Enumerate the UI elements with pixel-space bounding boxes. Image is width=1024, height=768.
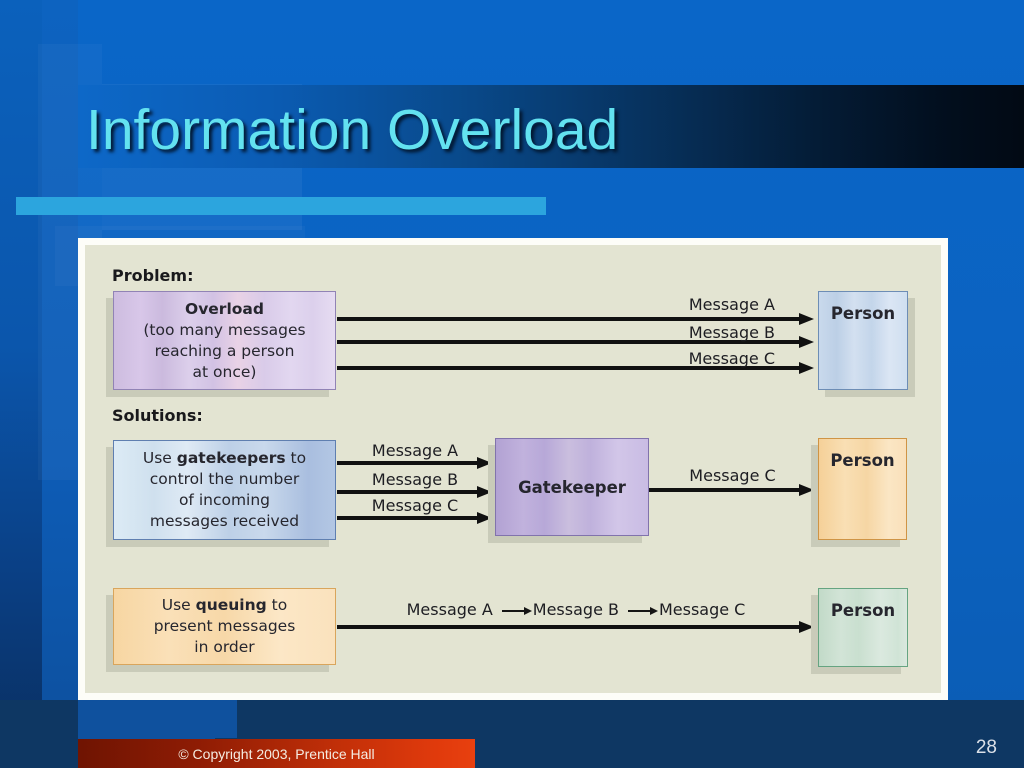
- incoming-message-c-label: Message C: [371, 496, 459, 515]
- copyright-text: © Copyright 2003, Prentice Hall: [178, 745, 375, 762]
- diagram-panel: Problem: Overload (too many messages rea…: [78, 238, 948, 700]
- gatekeeper-node-label: Gatekeeper: [518, 477, 626, 497]
- arrow-message-c: [337, 366, 799, 370]
- overload-box-line: reaching a person: [154, 341, 295, 360]
- page-title: Information Overload: [86, 98, 619, 162]
- incoming-message-a-label: Message A: [371, 441, 459, 460]
- queue-sequence-label: Message A Message B Message C: [337, 600, 815, 619]
- queue-box-line: in order: [194, 638, 255, 656]
- solutions-label: Solutions:: [112, 406, 203, 425]
- message-c-label: Message C: [688, 349, 775, 368]
- problem-label: Problem:: [112, 266, 194, 285]
- overload-box-line: (too many messages: [143, 320, 306, 339]
- arrow-message-b: [337, 340, 799, 344]
- queue-message-b: Message B: [532, 600, 619, 619]
- arrow-message-a: [337, 317, 799, 321]
- overload-box: Overload (too many messages reaching a p…: [113, 291, 336, 390]
- message-b-label: Message B: [688, 323, 775, 342]
- diagram-canvas: Problem: Overload (too many messages rea…: [85, 245, 941, 693]
- person-box-gatekeeper: Person: [818, 438, 907, 540]
- arrow-outgoing-c: [649, 488, 799, 492]
- queue-box-line: Use queuing to: [162, 595, 288, 616]
- text-fragment-bold: gatekeepers: [176, 449, 286, 467]
- incoming-message-b-label: Message B: [371, 470, 459, 489]
- arrow-incoming-c: [337, 516, 477, 520]
- text-fragment-bold: queuing: [195, 596, 267, 614]
- text-fragment: Use: [142, 449, 177, 467]
- gatekeepers-box: Use gatekeepers to control the number of…: [113, 440, 336, 540]
- title-underline-bar: [16, 197, 546, 215]
- arrow-incoming-a: [337, 461, 477, 465]
- overload-box-title: Overload: [185, 299, 264, 318]
- background-bottom-mid-stripe-2: [215, 700, 237, 738]
- queue-box-line: present messages: [153, 617, 296, 635]
- gatekeepers-box-line: Use gatekeepers to: [143, 448, 306, 469]
- gatekeepers-box-line: of incoming: [178, 491, 271, 509]
- arrow-incoming-b: [337, 490, 477, 494]
- background-left-stripe-2: [42, 0, 78, 768]
- copyright-bar: © Copyright 2003, Prentice Hall: [78, 739, 475, 768]
- message-a-label: Message A: [688, 295, 775, 314]
- person-label: Person: [830, 451, 895, 470]
- page-number: 28: [975, 737, 997, 758]
- queue-message-a: Message A: [406, 600, 493, 619]
- text-fragment: to: [266, 596, 288, 614]
- arrow-queue: [337, 625, 799, 629]
- outgoing-message-c-label: Message C: [689, 466, 776, 485]
- title-band: [78, 85, 1024, 168]
- gatekeeper-node-box: Gatekeeper: [495, 438, 649, 536]
- person-box-problem: Person: [818, 291, 908, 390]
- gatekeepers-box-line: messages received: [149, 512, 300, 530]
- text-fragment: to: [285, 449, 307, 467]
- person-label: Person: [830, 601, 896, 620]
- person-label: Person: [830, 304, 896, 323]
- person-box-queue: Person: [818, 588, 908, 667]
- queue-box: Use queuing to present messages in order: [113, 588, 336, 665]
- text-fragment: Use: [161, 596, 196, 614]
- overload-box-line: at once): [192, 362, 257, 381]
- right-arrow-icon: [501, 609, 524, 613]
- background-left-stripe: [0, 0, 42, 768]
- queue-message-c: Message C: [658, 600, 746, 619]
- gatekeepers-box-line: control the number: [149, 470, 300, 488]
- right-arrow-icon: [627, 609, 650, 613]
